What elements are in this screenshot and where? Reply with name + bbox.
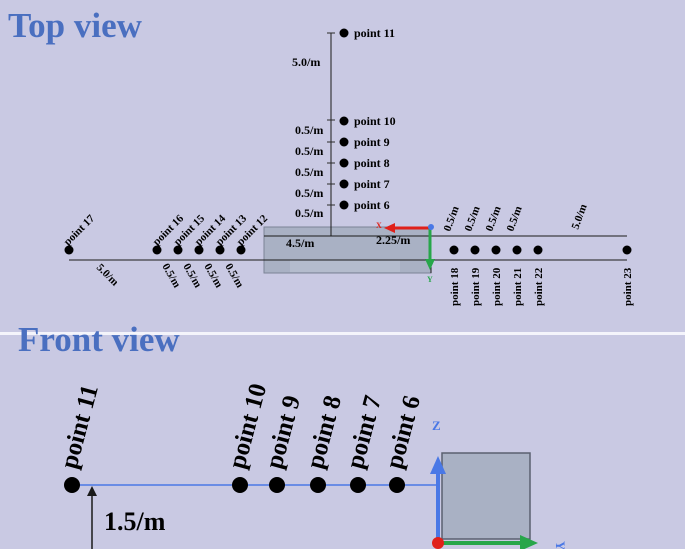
point-22-marker <box>533 245 543 255</box>
view-divider <box>0 332 685 335</box>
label-point-18: point 18 <box>449 267 461 306</box>
label-point-7: point 7 <box>354 177 390 191</box>
top-view-points <box>64 28 632 255</box>
front-point-6-marker <box>389 477 405 493</box>
building-shading <box>290 260 400 272</box>
front-height-label: 1.5/m <box>104 507 166 536</box>
z-axis-dot <box>428 224 434 230</box>
front-point-10-marker <box>232 477 248 493</box>
label-point-10: point 10 <box>354 114 396 128</box>
label-point-8: point 8 <box>354 156 390 170</box>
dim-r19: 0.5/m <box>463 205 483 234</box>
label-point-20: point 20 <box>491 267 503 306</box>
dim-right-long: 5.0/m <box>570 203 590 232</box>
y-axis-arrowhead <box>425 259 435 270</box>
z-axis-label: Z <box>432 418 441 433</box>
point-16-marker <box>152 245 162 255</box>
dim-r18: 0.5/m <box>442 205 462 234</box>
point-8-marker <box>339 158 349 168</box>
label-point-6: point 6 <box>354 198 390 212</box>
point-19-marker <box>470 245 480 255</box>
y-axis-label: Y <box>427 275 433 284</box>
front-origin-dot <box>432 537 444 549</box>
label-point-23: point 23 <box>622 267 634 306</box>
point-14-marker <box>194 245 204 255</box>
point-7-marker <box>339 179 349 189</box>
dim-l13: 0.5/m <box>222 262 245 291</box>
front-label-point-11: point 11 <box>56 382 104 472</box>
dim-vertical-top: 5.0/m <box>292 55 320 69</box>
point-23-marker <box>622 245 632 255</box>
label-point-22: point 22 <box>533 267 545 306</box>
front-point-11-marker <box>64 477 80 493</box>
vertical-tick-marks <box>327 32 335 206</box>
label-point-9: point 9 <box>354 135 390 149</box>
dim-v7: 0.5/m <box>295 186 323 200</box>
axis-gizmo-front: Z Y <box>430 418 568 549</box>
front-height-arrowhead <box>87 486 97 496</box>
point-17-marker <box>64 245 74 255</box>
building-box-front <box>441 452 531 540</box>
dim-v10: 0.5/m <box>295 123 323 137</box>
dim-box-width: 4.5/m <box>286 236 314 250</box>
dim-l14: 0.5/m <box>201 262 224 291</box>
label-point-17: point 17 <box>62 212 98 248</box>
x-axis-label: X <box>376 221 382 230</box>
top-view-title: Top view <box>8 6 142 45</box>
dim-l16: 0.5/m <box>159 262 182 291</box>
front-label-point-7: point 7 <box>342 393 387 472</box>
front-point-8-marker <box>310 477 326 493</box>
label-point-19: point 19 <box>470 267 482 306</box>
front-label-point-6: point 6 <box>381 393 426 472</box>
point-18-marker <box>449 245 459 255</box>
point-20-marker <box>491 245 501 255</box>
front-view-title: Front view <box>18 320 180 359</box>
dim-box-depth: 2.25/m <box>376 233 410 247</box>
dim-r21: 0.5/m <box>505 205 525 234</box>
point-13-marker <box>215 245 225 255</box>
point-11-marker <box>339 28 349 38</box>
front-view-points <box>64 477 405 493</box>
point-6-marker <box>339 200 349 210</box>
label-point-11: point 11 <box>354 26 395 40</box>
front-point-9-marker <box>269 477 285 493</box>
point-12-marker <box>236 245 246 255</box>
point-15-marker <box>173 245 183 255</box>
front-point-7-marker <box>350 477 366 493</box>
axis-gizmo-top: X Y <box>376 221 435 284</box>
point-10-marker <box>339 116 349 126</box>
x-axis-arrowhead <box>384 223 395 233</box>
dim-v8: 0.5/m <box>295 165 323 179</box>
label-point-21: point 21 <box>512 268 524 306</box>
front-label-point-8: point 8 <box>302 393 347 472</box>
dim-v6: 0.5/m <box>295 206 323 220</box>
front-y-axis-arrowhead <box>520 535 538 549</box>
point-9-marker <box>339 137 349 147</box>
dim-left-long: 5.0/m <box>94 262 121 289</box>
z-axis-arrowhead <box>430 456 446 474</box>
dim-l15: 0.5/m <box>180 262 203 291</box>
front-y-axis-label: Y <box>553 541 568 549</box>
dim-r20: 0.5/m <box>484 205 504 234</box>
point-21-marker <box>512 245 522 255</box>
dim-v9: 0.5/m <box>295 144 323 158</box>
